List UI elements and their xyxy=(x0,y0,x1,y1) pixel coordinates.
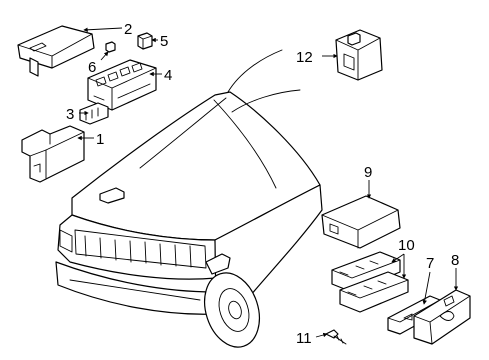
callout-10: 10 xyxy=(398,237,415,254)
callout-9: 9 xyxy=(364,164,372,181)
part-3-fuse-strip xyxy=(79,102,109,125)
callout-11: 11 xyxy=(296,330,312,347)
part-2-fusebox-cover xyxy=(17,25,95,77)
vehicle-front xyxy=(55,49,323,348)
part-8-bracket xyxy=(413,289,471,345)
callout-1: 1 xyxy=(96,131,104,148)
callout-5: 5 xyxy=(160,33,168,50)
callout-7: 7 xyxy=(426,255,434,272)
part-12-module xyxy=(335,29,383,81)
callout-2: 2 xyxy=(124,21,132,38)
part-10-relay-blocks xyxy=(331,251,409,313)
callout-4: 4 xyxy=(164,67,172,84)
part-4-fuse-block xyxy=(87,59,157,111)
callout-12: 12 xyxy=(296,49,313,66)
callout-8: 8 xyxy=(451,252,459,269)
leader-lines xyxy=(77,27,459,338)
part-6-clip xyxy=(105,41,116,53)
part-9-relay-box-cover xyxy=(321,195,401,249)
part-11-screw xyxy=(325,329,347,345)
callouts: 2 5 6 4 3 1 12 9 10 11 7 8 xyxy=(66,21,459,347)
part-5-relay xyxy=(137,32,153,50)
callout-6: 6 xyxy=(88,59,96,76)
callout-3: 3 xyxy=(66,106,74,123)
part-1-bracket xyxy=(21,125,85,183)
